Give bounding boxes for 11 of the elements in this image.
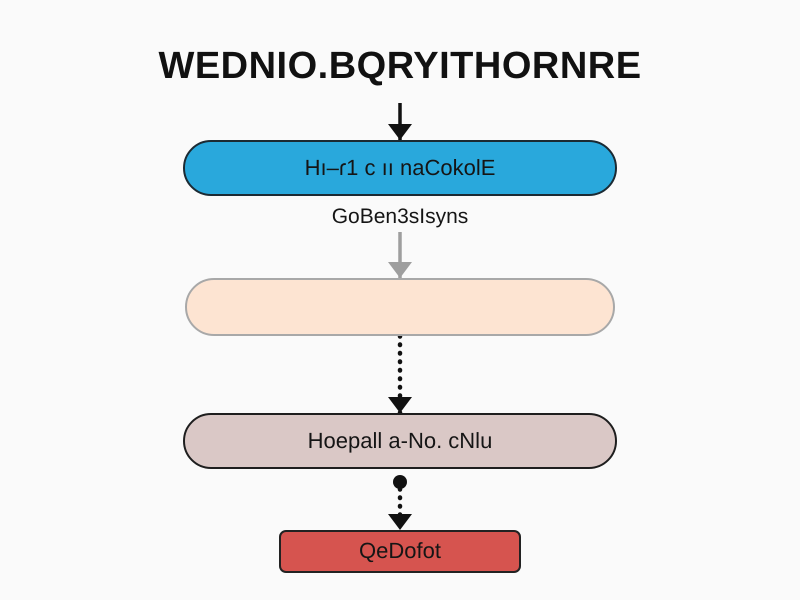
diagram-title: WEDNIO.BQRYITHORNRE bbox=[158, 44, 642, 88]
dotted-arrow bbox=[388, 334, 412, 416]
dotted-arrow bbox=[388, 486, 412, 532]
caption-text: GoBen3sIsyns bbox=[332, 204, 468, 230]
process-box bbox=[279, 530, 521, 573]
arrow bbox=[388, 232, 412, 278]
node-label: Hoepall a-No. cNlu bbox=[308, 428, 492, 454]
arrow bbox=[388, 103, 412, 140]
node-label: QeDofot bbox=[359, 538, 441, 565]
connector-dot bbox=[393, 475, 407, 489]
node-label: Hı–ɾ1 c ıı naCokolE bbox=[304, 154, 496, 182]
